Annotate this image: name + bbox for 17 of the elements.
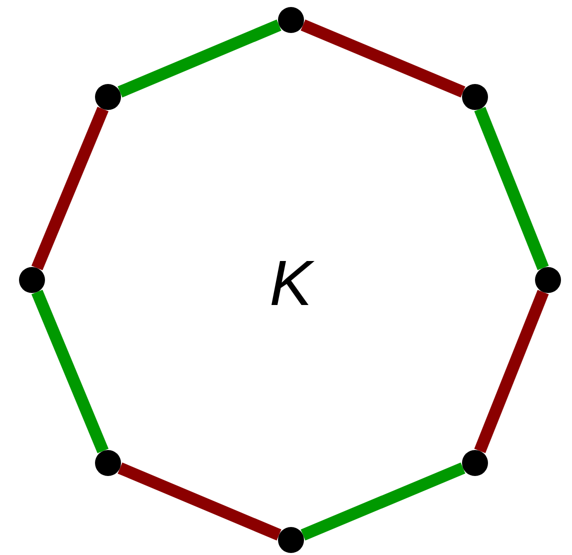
vertex-dot [462,84,488,110]
vertex-dot [278,527,304,553]
graph-label: K [270,251,312,315]
vertex-dot [95,84,121,110]
graph-edge [118,462,282,540]
vertex-dot [535,267,561,293]
graph-edge [118,20,282,98]
vertex-dot [19,267,45,293]
vertex-dot [462,450,488,476]
vertex-dot [95,450,121,476]
vertex-dot [278,7,304,33]
graph-edge [31,290,109,454]
graph-edge [300,462,466,541]
graph-edge [474,290,549,454]
graph-edge [31,106,109,270]
graph-edge [474,106,549,270]
graph-edge [300,19,466,98]
